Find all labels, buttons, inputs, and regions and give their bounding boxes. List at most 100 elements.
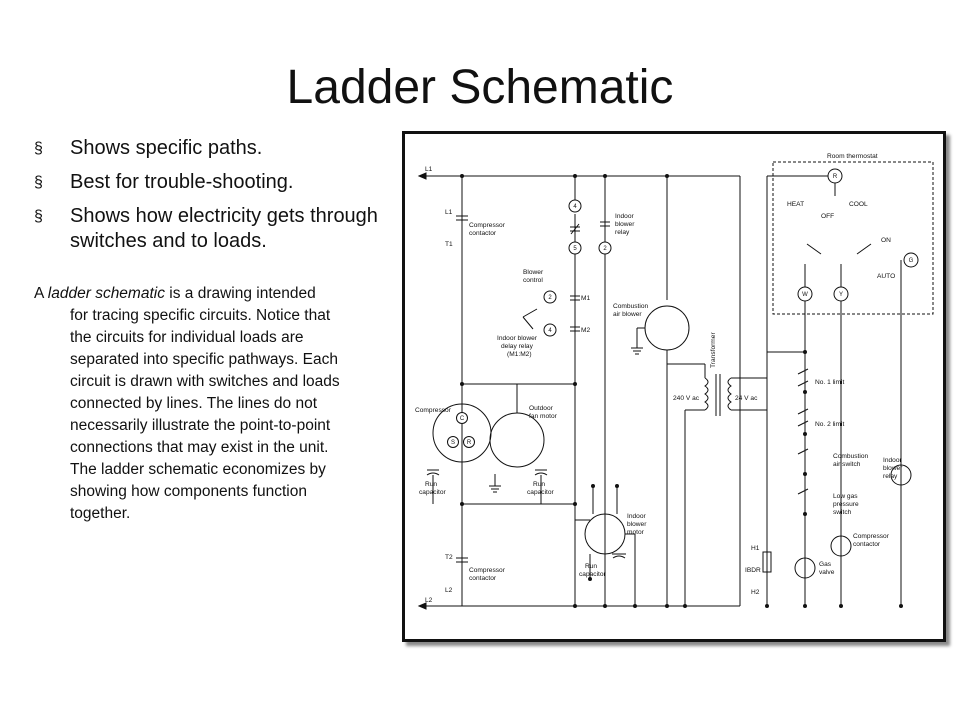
indoor-blower-relay-label: relay (883, 473, 898, 480)
room-thermostat-label: Room thermostat (827, 153, 878, 160)
compressor-contactor-label: Compressor (469, 567, 506, 574)
heat-label: HEAT (787, 201, 804, 208)
run-capacitor-label: capacitor (527, 489, 555, 496)
low-gas-switch-label: pressure (833, 501, 859, 508)
compressor-contactor-label: Compressor (469, 222, 506, 229)
slide-title: Ladder Schematic (286, 61, 674, 114)
contactor-l1-label: L1 (445, 209, 453, 216)
paragraph-line: A ladder schematic is a drawing intended (34, 283, 404, 305)
combustion-switch-label: Combustion (833, 453, 869, 460)
paragraph-line: connected by lines. The lines do not (70, 395, 318, 412)
indoor-blower-motor-label: Indoor (627, 513, 647, 520)
terminal-4-label: 4 (548, 328, 552, 334)
l2-label: L2 (425, 597, 433, 604)
terminal-c-label: C (460, 416, 465, 422)
low-gas-switch-label: Low gas (833, 493, 858, 500)
paragraph-line: The ladder schematic economizes by (70, 461, 326, 478)
terminal-5-label: 5 (573, 246, 577, 252)
thermostat-w-label: W (802, 292, 808, 298)
run-capacitor-label: Run (585, 563, 597, 570)
bullet-item: § Shows specific paths. (34, 136, 414, 161)
l2-small-label: L2 (445, 587, 453, 594)
paragraph-line: together. (70, 505, 131, 522)
bullet-text: Shows how electricity gets through switc… (70, 205, 378, 252)
indoor-blower-relay-label: Indoor (883, 457, 903, 464)
contactor-t1-label: T1 (445, 241, 453, 248)
no1-limit-label: No. 1 limit (815, 379, 844, 386)
paragraph-lead: A (34, 285, 44, 302)
off-label: OFF (821, 213, 834, 220)
thermostat-y-label: Y (839, 292, 843, 298)
terminal-r-label: R (467, 440, 472, 446)
bullet-text: Best for trouble-shooting. (70, 171, 294, 193)
blower-control-label: Blower (523, 269, 544, 276)
transformer-label: Transformer (710, 332, 717, 368)
gas-valve-label: valve (819, 569, 835, 576)
paragraph-line: for tracing specific circuits. Notice th… (70, 307, 331, 324)
outdoor-fan-label: Outdoor (529, 405, 554, 412)
paragraph-line: connections that may exist in the unit. (70, 439, 329, 456)
ladder-schematic-diagram: L1 L2 L1 T1 Compressor contactor T2 L2 C… (415, 153, 934, 610)
indoor-blower-relay-label: Indoor (615, 213, 635, 220)
bullet-item: § Shows how electricity gets through swi… (34, 204, 414, 254)
no2-limit-label: No. 2 limit (815, 421, 844, 428)
m1-label: M1 (581, 295, 590, 302)
compressor-label: Compressor (415, 407, 452, 414)
paragraph-text: is a drawing intended (169, 285, 316, 302)
t2-label: T2 (445, 554, 453, 561)
thermostat-g-label: G (909, 258, 914, 264)
description-paragraph: A ladder schematic is a drawing intended… (34, 283, 404, 525)
voltage-240-label: 240 V ac (673, 395, 700, 402)
bullet-marker-icon: § (34, 140, 43, 157)
indoor-blower-motor-label: blower (627, 521, 647, 528)
combustion-switch-label: air switch (833, 461, 861, 468)
indoor-blower-relay-label: blower (615, 221, 635, 228)
compressor-contactor-label: contactor (469, 575, 497, 582)
compressor-contactor-label: contactor (469, 230, 497, 237)
indoor-blower-relay-label: relay (615, 229, 630, 236)
voltage-24-label: 24 V ac (735, 395, 758, 402)
ibdr-label: IBDR (745, 567, 761, 574)
thermostat-r-label: R (833, 174, 838, 180)
h1-label: H1 (751, 545, 760, 552)
bullet-text: Shows specific paths. (70, 137, 263, 159)
cool-label: COOL (849, 201, 868, 208)
paragraph-line: separated into specific pathways. Each (70, 351, 338, 368)
schematic-frame: L1 L2 L1 T1 Compressor contactor T2 L2 C… (402, 131, 946, 642)
on-label: ON (881, 237, 891, 244)
indoor-blower-motor-label: motor (627, 529, 645, 536)
compressor-contactor-label: contactor (853, 541, 881, 548)
bullet-list: § Shows specific paths. § Best for troub… (34, 136, 414, 263)
terminal-s-label: S (451, 440, 455, 446)
run-capacitor-label: capacitor (579, 571, 607, 578)
terminal-2-label: 2 (548, 295, 552, 301)
bullet-marker-icon: § (34, 208, 43, 225)
idbr-label: Indoor blower (497, 335, 538, 342)
run-capacitor-label: Run (425, 481, 437, 488)
gas-valve-label: Gas (819, 561, 832, 568)
low-gas-switch-label: switch (833, 509, 852, 516)
paragraph-term: ladder schematic (47, 285, 165, 302)
bullet-marker-icon: § (34, 174, 43, 191)
m2-label: M2 (581, 327, 590, 334)
terminal-4-label: 4 (573, 204, 577, 210)
idbr-label: delay relay (501, 343, 534, 350)
paragraph-line: circuit is drawn with switches and loads (70, 373, 340, 390)
paragraph-line: showing how components function (70, 483, 307, 500)
bullet-item: § Best for trouble-shooting. (34, 170, 414, 195)
run-capacitor-label: capacitor (419, 489, 447, 496)
h2-label: H2 (751, 589, 760, 596)
paragraph-line: necessarily illustrate the point-to-poin… (70, 417, 331, 434)
compressor-contactor-label: Compressor (853, 533, 890, 540)
outdoor-fan-label: fan motor (529, 413, 558, 420)
blower-control-label: control (523, 277, 543, 284)
run-capacitor-label: Run (533, 481, 545, 488)
auto-label: AUTO (877, 273, 895, 280)
paragraph-line: the circuits for individual loads are (70, 329, 304, 346)
indoor-blower-relay-label: blower (883, 465, 903, 472)
combustion-blower-label: air blower (613, 311, 642, 318)
terminal-2-label: 2 (603, 246, 607, 252)
l1-label: L1 (425, 166, 433, 173)
combustion-blower-label: Combustion (613, 303, 649, 310)
idbr-label: (M1:M2) (507, 351, 532, 358)
